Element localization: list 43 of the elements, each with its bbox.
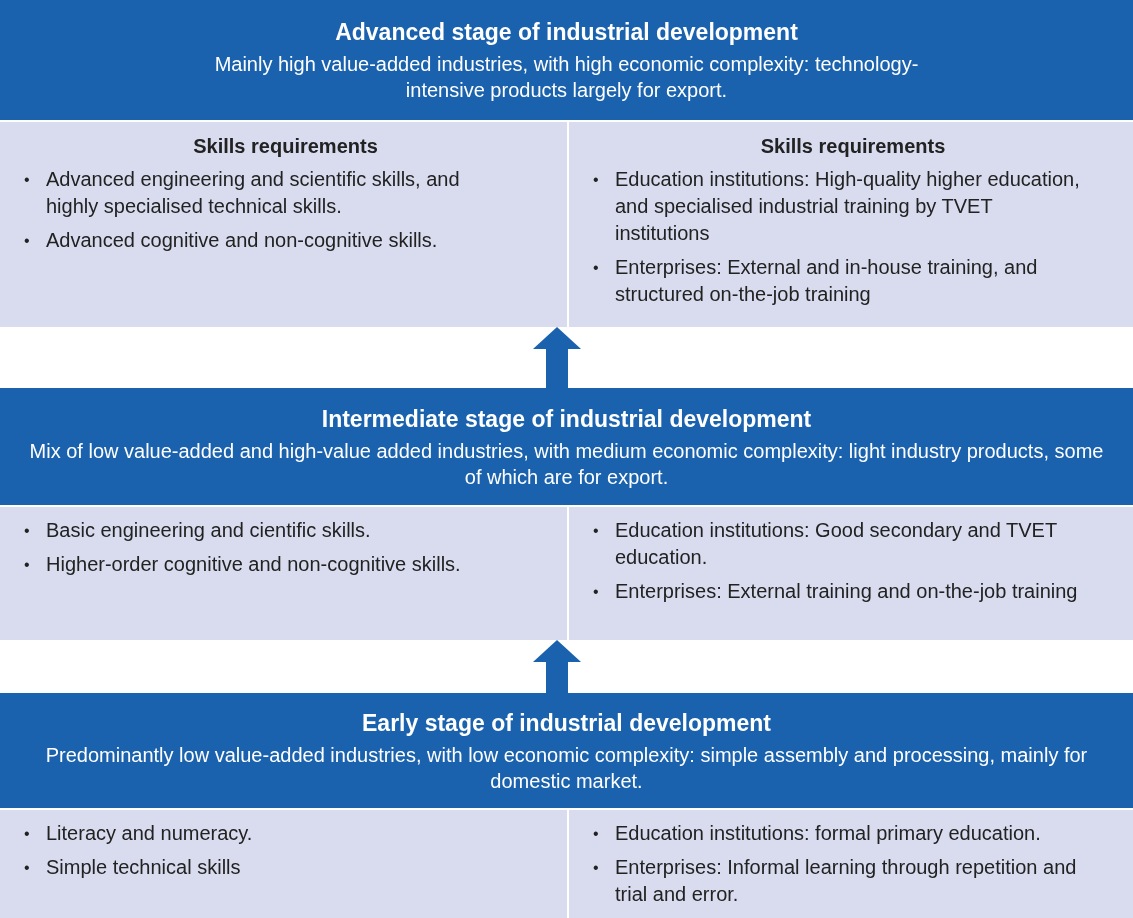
bullet-item: Basic engineering and cientific skills. xyxy=(46,518,371,543)
panel-heading: Skills requirements xyxy=(192,134,379,159)
bullet-marker: • xyxy=(593,582,600,602)
block-arrow xyxy=(533,640,581,693)
bullet-marker: • xyxy=(24,521,31,541)
skills-panel xyxy=(0,122,567,327)
skills-panel xyxy=(569,122,1133,327)
skills-panel xyxy=(0,810,567,918)
bullet-marker: • xyxy=(593,521,600,541)
bullet-marker: • xyxy=(593,170,600,190)
bullet-item: Enterprises: Informal learning through repetition and trial and error. xyxy=(615,855,1078,907)
stage-description: Mainly high value-added industries, with high economic complexity: technology-intensive products largely for export. xyxy=(213,52,920,103)
block-arrow xyxy=(533,327,581,388)
bullet-item: Enterprises: External training and on-the-job training xyxy=(615,579,1078,604)
bullet-item: Education institutions: formal primary education. xyxy=(615,821,1041,846)
skills-panel xyxy=(569,507,1133,640)
bullet-marker: • xyxy=(24,231,31,251)
panel-heading: Skills requirements xyxy=(759,134,947,159)
bullet-item: Simple technical skills xyxy=(46,855,241,880)
bullet-marker: • xyxy=(24,555,31,575)
bullet-item: Education institutions: High-quality higher education, and specialised industrial training by TVET institutions xyxy=(615,167,1081,246)
bullet-item: Education institutions: Good secondary and TVET education. xyxy=(615,518,1058,570)
stage-header-band xyxy=(0,693,1133,808)
bullet-item: Enterprises: External and in-house training, and structured on-the-job training xyxy=(615,255,1039,307)
bullet-marker: • xyxy=(593,858,600,878)
stage-title: Advanced stage of industrial development xyxy=(335,18,798,47)
bullet-marker: • xyxy=(593,258,600,278)
bullet-item: Literacy and numeracy. xyxy=(46,821,253,846)
stage-title: Early stage of industrial development xyxy=(362,708,771,738)
stage-description: Predominantly low value-added industries, with low economic complexity: simple assembly and processing, mainly for domestic market. xyxy=(44,742,1089,794)
bullet-marker: • xyxy=(24,824,31,844)
bullet-item: Advanced engineering and scientific skills, and highly specialised technical skills. xyxy=(46,167,461,219)
stage-header-band xyxy=(0,388,1133,505)
stage-description: Mix of low value-added and high-value added industries, with medium economic complexity: light industry products, some of which are for export. xyxy=(28,438,1105,490)
stage-header-band xyxy=(0,0,1133,120)
stage-title: Intermediate stage of industrial development xyxy=(321,404,812,434)
skills-panel xyxy=(0,507,567,640)
bullet-item: Advanced cognitive and non-cognitive skills. xyxy=(46,228,438,253)
bullet-marker: • xyxy=(24,858,31,878)
bullet-item: Higher-order cognitive and non-cognitive skills. xyxy=(46,552,461,577)
skills-panel xyxy=(569,810,1133,918)
bullet-marker: • xyxy=(24,170,31,190)
bullet-marker: • xyxy=(593,824,600,844)
